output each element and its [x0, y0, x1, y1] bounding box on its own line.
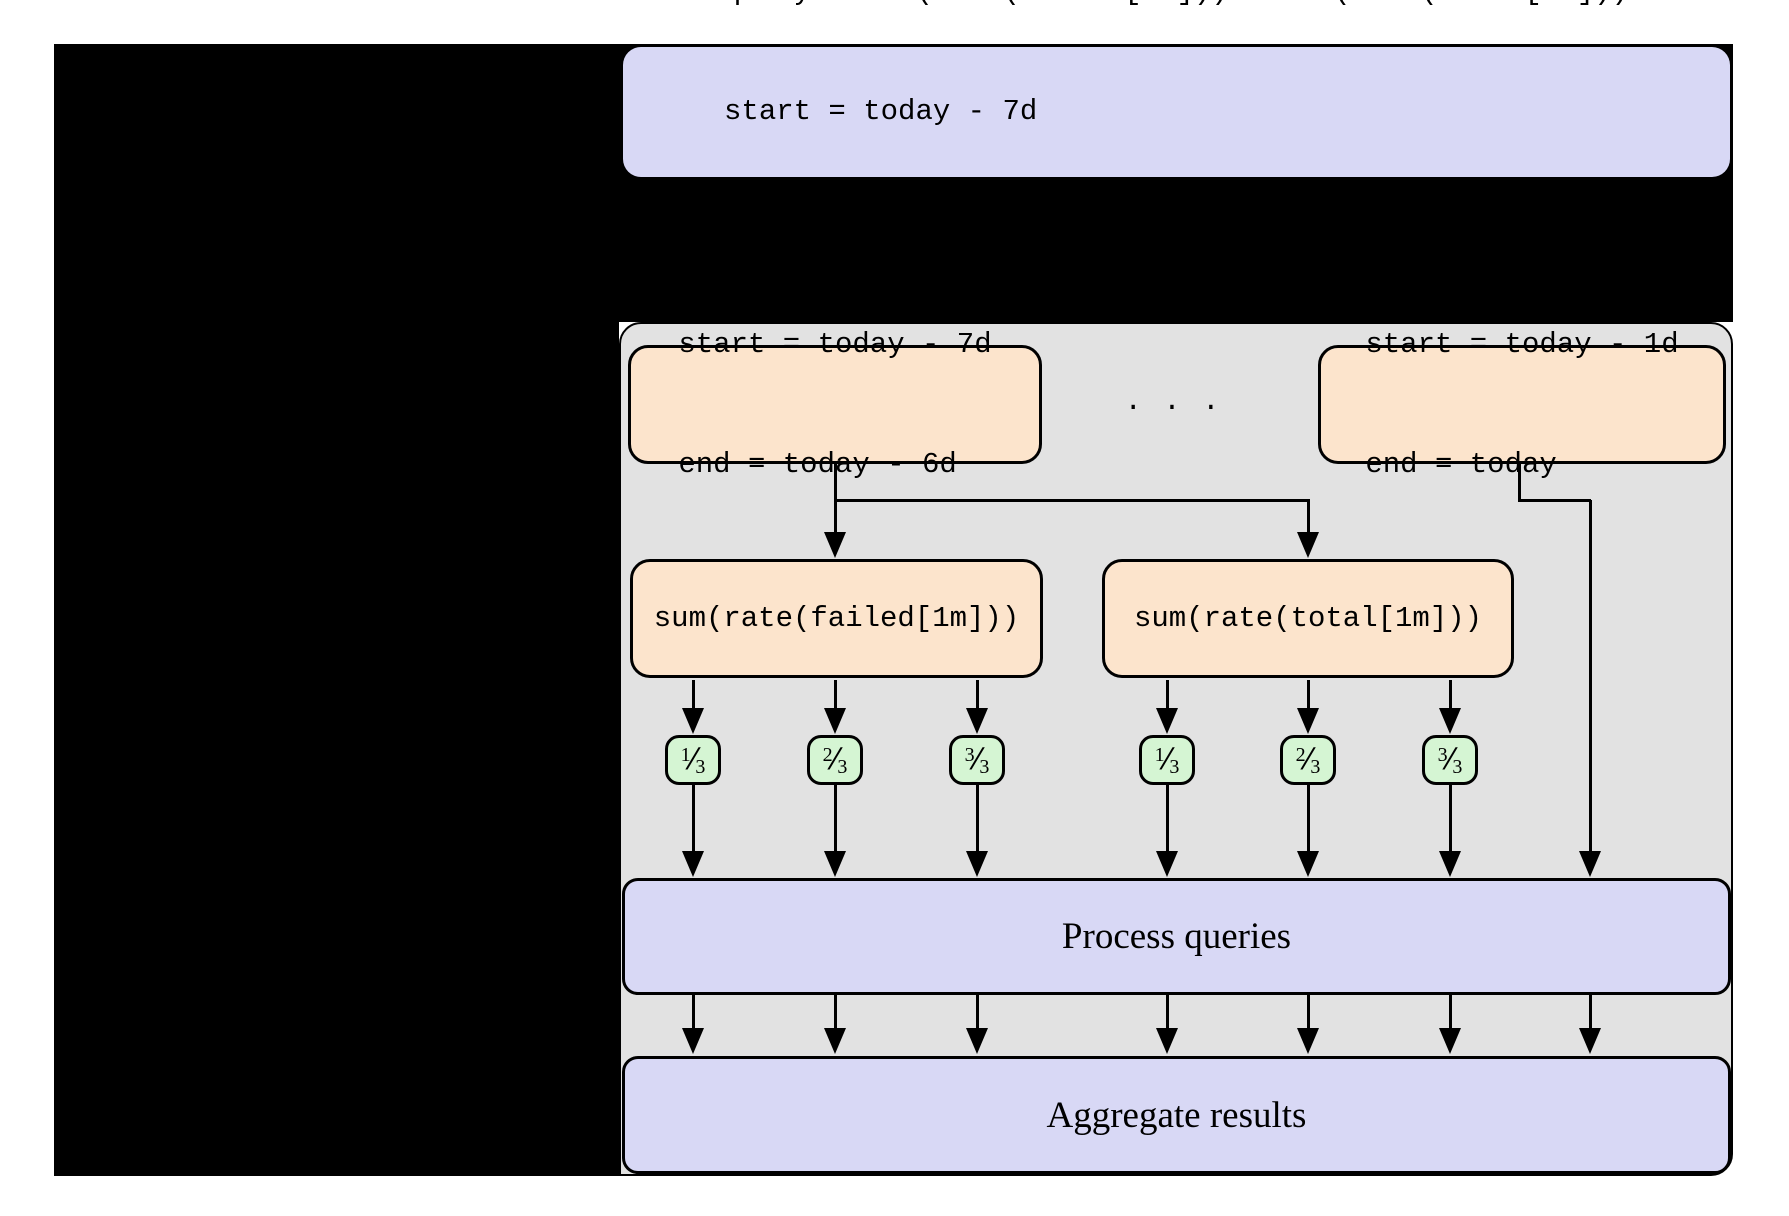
range-last-line-end: end = today	[1365, 447, 1557, 481]
arrowhead-icon	[824, 708, 846, 734]
code-line-start: start = today - 7d	[724, 95, 1038, 128]
fraction-label: 2⁄3	[822, 741, 848, 778]
arrowhead-icon	[1156, 851, 1178, 877]
arrowhead-icon	[1156, 1028, 1178, 1054]
code-line-query: query = sum(rate(failed[1m])) / sum(rate…	[724, 0, 1629, 12]
connector-line	[692, 785, 695, 852]
arrowhead-icon	[1297, 1028, 1319, 1054]
connector-line	[1589, 995, 1592, 1028]
arrowhead-icon	[1439, 1028, 1461, 1054]
ellipsis: . . .	[1124, 385, 1222, 418]
arrowhead-icon	[682, 851, 704, 877]
fraction-label: 1⁄3	[1154, 741, 1180, 778]
connector-line	[976, 680, 979, 712]
failed-query-box: sum(rate(failed[1m]))	[630, 559, 1043, 678]
connector-line	[1166, 995, 1169, 1028]
arrowhead-icon	[682, 708, 704, 734]
connector-line	[1449, 785, 1452, 852]
fraction-box-6: 3⁄3	[1422, 735, 1478, 785]
connector-line	[1518, 499, 1591, 502]
arrowhead-icon	[1439, 708, 1461, 734]
arrowhead-icon	[824, 1028, 846, 1054]
arrowhead-icon	[1439, 851, 1461, 877]
arrowhead-icon	[966, 708, 988, 734]
range-box-last-text: start = today - 1d end = today	[1365, 245, 1678, 565]
fraction-box-2: 2⁄3	[807, 735, 863, 785]
arrowhead-icon	[1579, 851, 1601, 877]
fraction-label: 2⁄3	[1295, 741, 1321, 778]
total-query-box: sum(rate(total[1m]))	[1102, 559, 1514, 678]
code-line-end: end = today	[724, 215, 916, 248]
process-queries-label: Process queries	[1061, 916, 1292, 957]
fraction-label: 3⁄3	[964, 741, 990, 778]
connector-line	[1307, 680, 1310, 712]
connector-line	[834, 785, 837, 852]
process-queries-bar: Process queries	[622, 878, 1731, 995]
range-box-first: start = today - 7d end = today - 6d	[628, 328, 1042, 481]
fraction-label: 1⁄3	[680, 741, 706, 778]
arrowhead-icon	[1579, 1028, 1601, 1054]
range-first-line-start: start = today - 7d	[678, 327, 992, 361]
fraction-box-1: 1⁄3	[665, 735, 721, 785]
arrowhead-icon	[1156, 708, 1178, 734]
connector-line	[1518, 464, 1521, 501]
connector-line	[1307, 785, 1310, 852]
promql-code-text: query = sum(rate(failed[1m])) / sum(rate…	[724, 0, 1629, 332]
connector-line	[1449, 680, 1452, 712]
connector-line	[1307, 500, 1310, 534]
arrowhead-icon	[1297, 532, 1319, 558]
failed-query-text: sum(rate(failed[1m]))	[653, 601, 1020, 635]
connector-line	[976, 995, 979, 1028]
connector-line	[1449, 995, 1452, 1028]
range-first-line-end: end = today - 6d	[678, 447, 957, 481]
arrowhead-icon	[824, 851, 846, 877]
arrowhead-icon	[1297, 851, 1319, 877]
range-last-line-start: start = today - 1d	[1365, 327, 1679, 361]
range-box-first-text: start = today - 7d end = today - 6d	[678, 245, 991, 565]
arrowhead-icon	[966, 851, 988, 877]
connector-line	[692, 995, 695, 1028]
connector-line	[834, 499, 1310, 502]
redaction-column-left	[54, 44, 619, 1176]
aggregate-results-label: Aggregate results	[1046, 1094, 1307, 1136]
connector-line	[976, 785, 979, 852]
connector-line	[834, 995, 837, 1028]
connector-line	[1307, 995, 1310, 1028]
connector-line	[1589, 500, 1592, 852]
fraction-box-3: 3⁄3	[949, 735, 1005, 785]
arrowhead-icon	[824, 532, 846, 558]
arrowhead-icon	[682, 1028, 704, 1054]
promql-code-box: query = sum(rate(failed[1m])) / sum(rate…	[623, 0, 1730, 248]
arrowhead-icon	[966, 1028, 988, 1054]
connector-line	[1166, 785, 1169, 852]
connector-line	[692, 680, 695, 712]
fraction-box-5: 2⁄3	[1280, 735, 1336, 785]
range-box-last: start = today - 1d end = today	[1318, 328, 1726, 481]
fraction-box-4: 1⁄3	[1139, 735, 1195, 785]
fraction-label: 3⁄3	[1437, 741, 1463, 778]
connector-line	[1166, 680, 1169, 712]
aggregate-results-bar: Aggregate results	[622, 1056, 1731, 1174]
arrowhead-icon	[1297, 708, 1319, 734]
total-query-text: sum(rate(total[1m]))	[1133, 601, 1483, 635]
connector-line	[834, 680, 837, 712]
